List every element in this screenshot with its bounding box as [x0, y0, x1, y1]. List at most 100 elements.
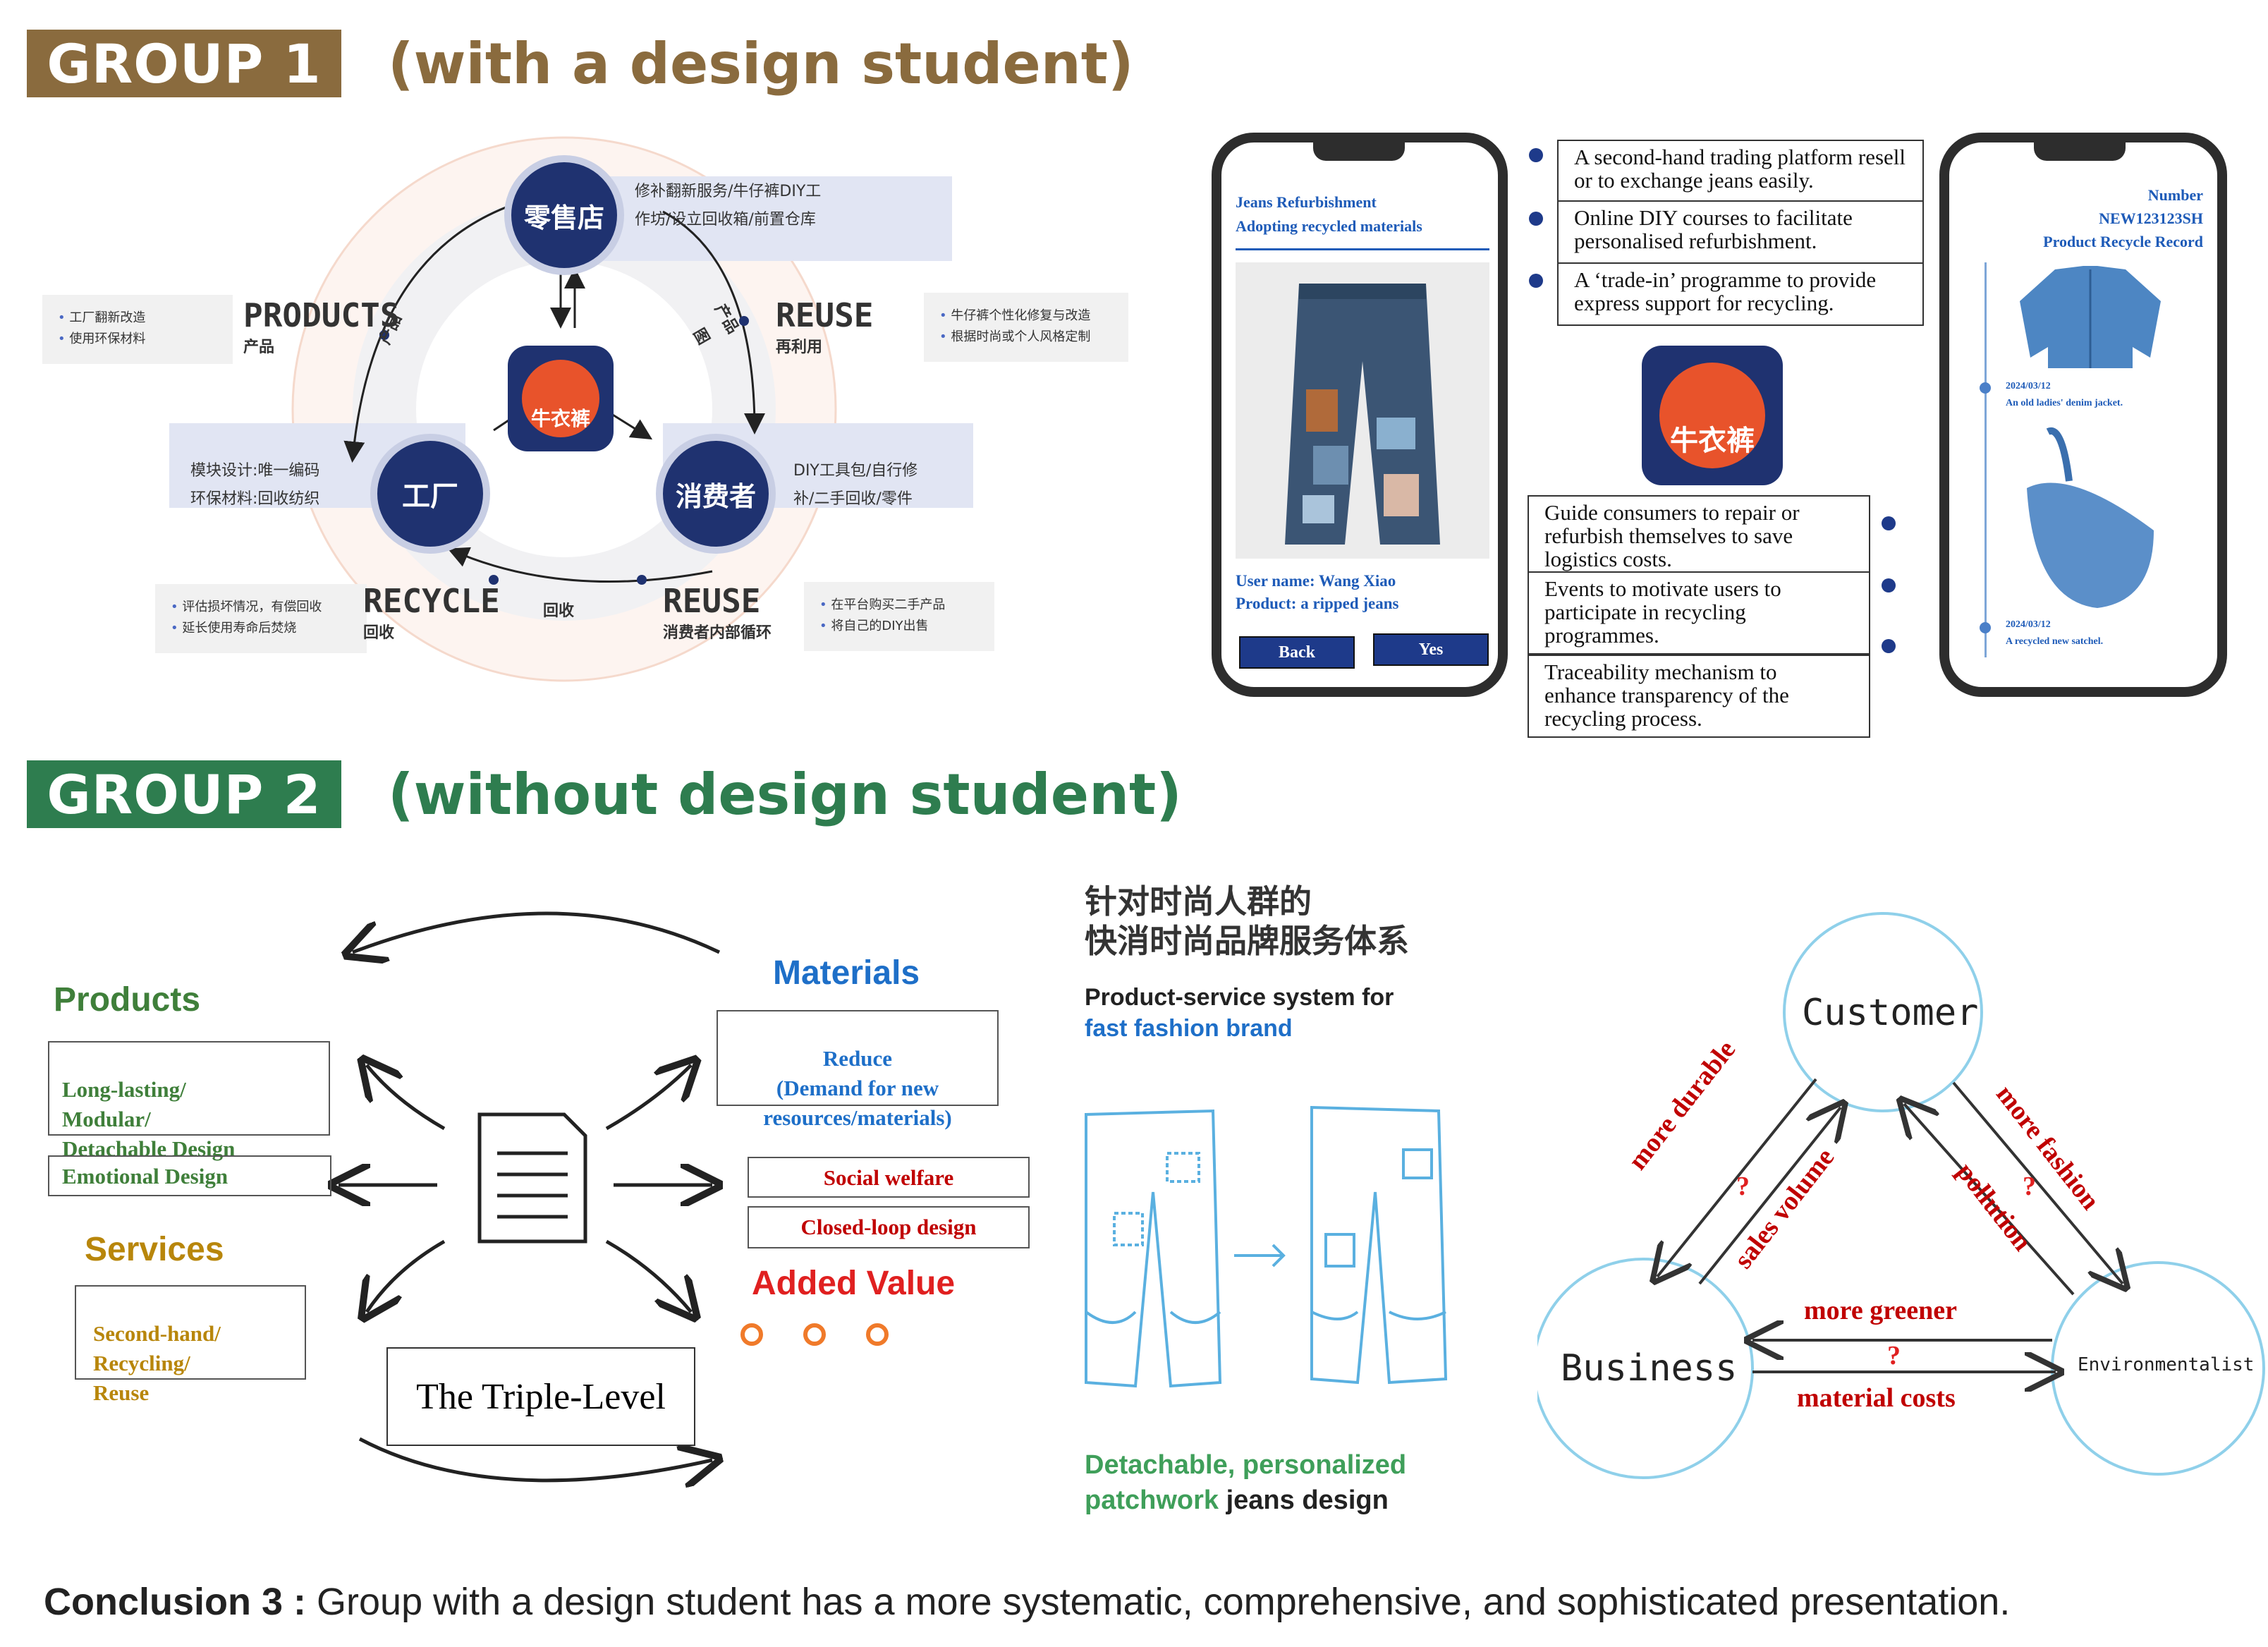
reuse-top-cn: 再利用 [776, 339, 823, 356]
back-button[interactable]: Back [1239, 636, 1355, 669]
record-number: NEW123123SH [2099, 209, 2203, 227]
feature-top-2: Online DIY courses to facilitate persona… [1557, 202, 1924, 264]
sketch-caption-green1: Detachable, personalized [1085, 1450, 1407, 1480]
factory-node: 工厂 [370, 434, 490, 554]
mindmap-arrows [0, 911, 1058, 1509]
sketch-title-for: for [1355, 984, 1394, 1011]
phone-left-product: Product: a ripped jeans [1236, 595, 1399, 612]
products-note: 工厂翻新改造 使用环保材料 [42, 295, 233, 364]
sketch-title-blue: fast fashion brand [1085, 1015, 1293, 1042]
reuse-top-label: REUSE 再利用 [776, 296, 873, 357]
denim-jacket-icon [2020, 266, 2161, 368]
yes-button[interactable]: Yes [1373, 633, 1489, 666]
feature-dot-5 [1882, 578, 1896, 592]
conclusion-text: Group with a design student has a more s… [306, 1581, 2011, 1623]
brand-logo-circle: 牛衣裤 [1659, 363, 1765, 468]
services-box-text: Second-hand/ Recycling/ Reuse [93, 1321, 221, 1405]
reuse-bottom-note1: 在平台购买二手产品 [819, 595, 979, 616]
timeline-dot-2 [1980, 622, 1991, 633]
conclusion: Conclusion 3 : Group with a design stude… [44, 1580, 2010, 1624]
consumer-desc-line1: DIY工具包/自行修 [793, 462, 918, 480]
q-left: ? [1736, 1172, 1750, 1201]
phone-right: Number NEW123123SH Product Recycle Recor… [1939, 133, 2227, 697]
sketch-caption-black: jeans design [1219, 1485, 1389, 1515]
phone-left-divider [1236, 248, 1489, 250]
group2-subtitle: (without design student) [388, 762, 1182, 827]
sketch-title-black: Product-service system [1085, 984, 1355, 1011]
center-logo-text: 牛衣裤 [530, 407, 590, 430]
recycle-note2: 延长使用寿命后焚烧 [171, 618, 351, 639]
reuse-bottom-label: REUSE 消费者内部循环 [663, 582, 772, 643]
record-caption-1: An old ladies' denim jacket. [2006, 398, 2123, 408]
materials-box-text: Reduce (Demand for new resources/materia… [763, 1046, 952, 1130]
services-box: Second-hand/ Recycling/ Reuse [75, 1285, 306, 1405]
phone-left-notch [1313, 141, 1405, 161]
products-title: Products [54, 981, 201, 1019]
timeline-line [1984, 262, 1987, 657]
recycle-cn: 回收 [363, 624, 395, 642]
reuse-top-note2: 根据时尚或个人风格定制 [939, 327, 1113, 348]
products-box-2: Emotional Design [48, 1155, 331, 1196]
services-title: Services [85, 1231, 224, 1268]
retail-desc-line2: 作坊/设立回收箱/前置仓库 [635, 211, 816, 229]
products-box-1-text: Long-lasting/ Modular/ Detachable Design [62, 1077, 236, 1161]
document-icon [477, 1112, 587, 1244]
cycle-diagram: 零售店 修补翻新服务/牛仔裤DIY工 作坊/设立回收箱/前置仓库 牛衣裤 工厂 … [42, 120, 1128, 684]
added-value-dots [740, 1323, 889, 1349]
feature-dot-3 [1529, 274, 1543, 288]
phone-right-notch [2034, 141, 2126, 161]
stakeholder-triangle [1537, 912, 2265, 1479]
feature-top-3: A ‘trade-in’ programme to provide expres… [1557, 264, 1924, 326]
recycle-note: 评估损坏情况，有偿回收 延长使用寿命后焚烧 [155, 584, 367, 653]
jeans-sketch-icon [1085, 1105, 1448, 1388]
record-date-1: 2024/03/12 [2006, 381, 2051, 391]
sketch-cn-line1: 针对时尚人群的 [1085, 882, 1312, 920]
more-greener-label: more greener [1804, 1296, 1957, 1325]
factory-desc: 模块设计:唯一编码 环保材料:回收纺织 [190, 457, 319, 513]
timeline-dot-1 [1980, 382, 1991, 394]
sketch-cn-title: 针对时尚人群的 快消时尚品牌服务体系 [1085, 882, 1409, 961]
material-costs-label: material costs [1797, 1383, 1956, 1413]
ripped-jeans-icon [1285, 284, 1440, 545]
feature-dot-6 [1882, 639, 1896, 653]
factory-desc-line2: 环保材料:回收纺织 [190, 490, 320, 508]
feature-dot-4 [1882, 516, 1896, 530]
sketch-caption: Detachable, personalized patchwork jeans… [1085, 1447, 1406, 1518]
reuse-top-note: 牛仔裤个性化修复与改造 根据时尚或个人风格定制 [924, 293, 1128, 362]
phone-left-header: Jeans Refurbishment Adopting recycled ma… [1236, 190, 1422, 238]
group1-subtitle: (with a design student) [388, 31, 1134, 97]
feature-top-1: A second-hand trading platform resell or… [1557, 140, 1924, 202]
reuse-bottom-en: REUSE [663, 582, 761, 620]
features-bottom: Guide consumers to repair or refurbish t… [1528, 495, 1870, 738]
retail-node: 零售店 [504, 155, 624, 275]
recycle-note1: 评估损坏情况，有偿回收 [171, 597, 351, 618]
business-label: Business [1561, 1347, 1738, 1390]
feature-dot-2 [1529, 212, 1543, 226]
brand-logo-text: 牛衣裤 [1670, 425, 1755, 457]
recycle-label: RECYCLE 回收 [363, 582, 500, 643]
phone-right-header: Number NEW123123SH Product Recycle Recor… [2043, 183, 2203, 253]
environmentalist-label: Environmentalist [2078, 1354, 2255, 1375]
phone-left-user: User name: Wang Xiao [1236, 572, 1396, 590]
record-title: Product Recycle Record [2043, 233, 2203, 250]
q-bottom: ? [1887, 1341, 1901, 1371]
value-circle-icon-3 [866, 1323, 889, 1346]
phone-left-info: User name: Wang Xiao Product: a ripped j… [1236, 570, 1399, 615]
consumer-desc-line2: 补/二手回收/零件 [793, 490, 913, 508]
value-circle-icon-1 [740, 1323, 763, 1346]
factory-desc-line1: 模块设计:唯一编码 [190, 462, 320, 480]
value-circle-icon-2 [803, 1323, 827, 1346]
reuse-bottom-cn: 消费者内部循环 [663, 624, 772, 642]
q-right: ? [2023, 1172, 2036, 1201]
brand-logo: 牛衣裤 [1642, 346, 1783, 485]
sketch-caption-green2: patchwork [1085, 1485, 1219, 1515]
triple-level-box: The Triple-Level [386, 1347, 695, 1446]
products-label: PRODUCTS 产品 [243, 296, 400, 357]
sketch-cn-line2: 快消时尚品牌服务体系 [1085, 922, 1409, 960]
phone-left-line2: Adopting recycled materials [1236, 217, 1422, 235]
center-logo: 牛衣裤 [508, 346, 614, 451]
retail-desc: 修补翻新服务/牛仔裤DIY工 作坊/设立回收箱/前置仓库 [635, 178, 821, 234]
recycle-en: RECYCLE [363, 582, 500, 620]
consumer-label: 消费者 [675, 480, 756, 512]
feature-bottom-3: Traceability mechanism to enhance transp… [1528, 655, 1870, 738]
